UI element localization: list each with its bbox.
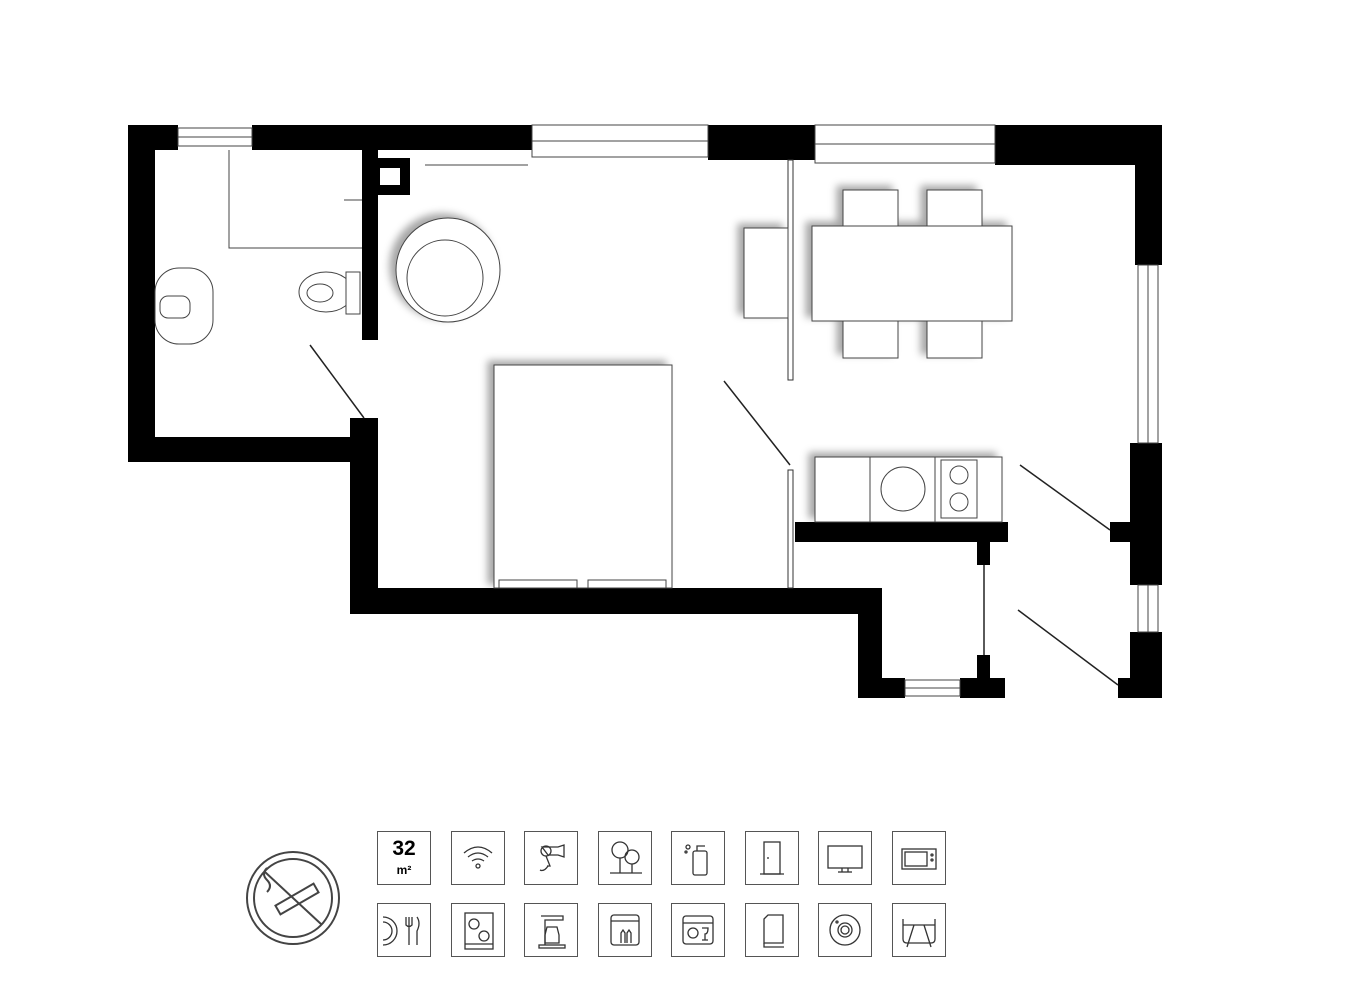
kitchenette bbox=[814, 456, 1003, 523]
bed bbox=[493, 364, 673, 589]
dining-set bbox=[743, 189, 1013, 359]
area-unit: m² bbox=[396, 863, 412, 877]
washing-machine-icon bbox=[671, 903, 725, 957]
armchair bbox=[395, 217, 501, 323]
baby-cot-icon bbox=[891, 903, 946, 957]
garden-view-icon bbox=[597, 831, 652, 885]
cooktop-icon bbox=[450, 903, 505, 957]
smoke-detector-icon bbox=[818, 903, 872, 957]
walls bbox=[128, 125, 1162, 698]
soap-dispenser-icon bbox=[671, 831, 725, 885]
dining-utensils-icon bbox=[377, 903, 431, 957]
bathroom-fixtures bbox=[154, 150, 528, 345]
partition bbox=[787, 159, 794, 589]
area-value: 32 bbox=[392, 837, 416, 860]
tv-icon bbox=[818, 831, 872, 885]
wardrobe-icon bbox=[744, 831, 799, 885]
amenity-icons: 32 m² bbox=[377, 831, 948, 957]
windows bbox=[177, 124, 1159, 697]
dishwasher-icon bbox=[597, 903, 652, 957]
floor-plan bbox=[128, 124, 1162, 698]
wifi-icon bbox=[450, 831, 505, 885]
no-smoking-icon bbox=[246, 851, 340, 945]
hair-dryer-icon bbox=[524, 831, 578, 885]
microwave-icon bbox=[891, 831, 946, 885]
towels-icon bbox=[744, 903, 799, 957]
doors bbox=[309, 344, 1119, 686]
coffee-maker-icon bbox=[524, 903, 578, 957]
area-tile: 32 m² bbox=[377, 831, 431, 885]
